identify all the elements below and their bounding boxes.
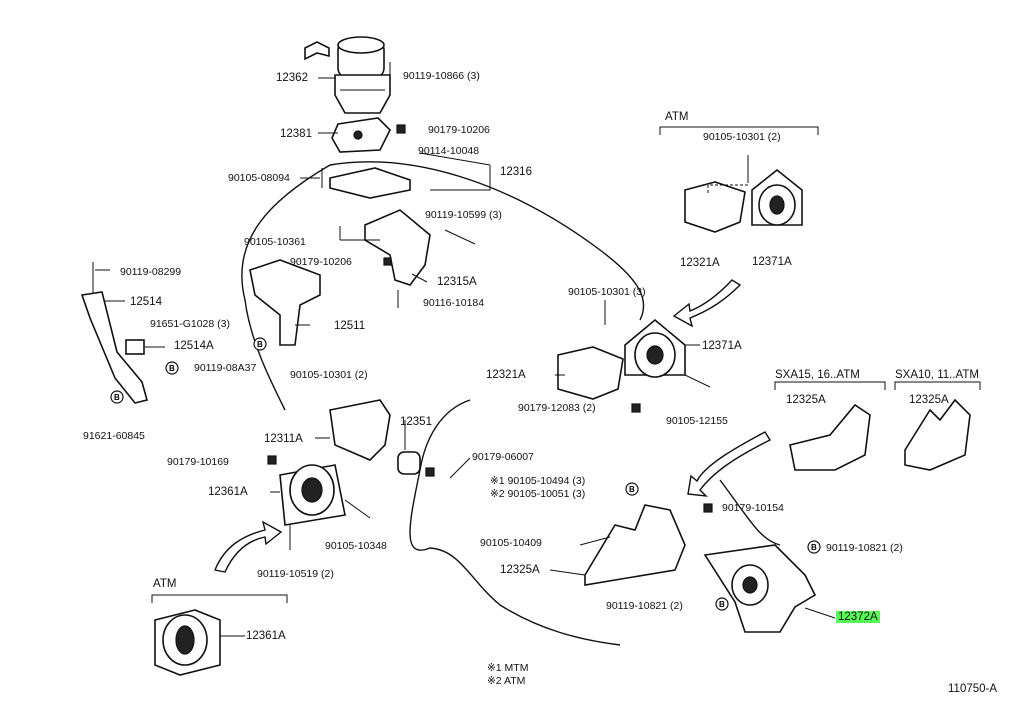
label-atm-right: ATM (665, 111, 689, 123)
bracket-12511-shape (249, 259, 321, 346)
label-sxa15-16: SXA15, 16..ATM (775, 369, 860, 381)
label-91621-60845: 91621-60845 (83, 430, 145, 442)
mount-12372a-shape (703, 544, 817, 633)
label-90119-10821-right: 90119-10821 (2) (826, 542, 903, 554)
diagram-id: 110750-A (948, 683, 998, 695)
callout-b-marks: B B B B B B (110, 337, 821, 611)
arrow-up-left (214, 520, 283, 573)
label-12325a-sxa10: 12325A (909, 394, 949, 406)
mount-12371a-atm-shape (751, 168, 803, 226)
arrow-down-left-2 (687, 431, 772, 497)
label-90105-10301-left: 90105-10301 (2) (290, 369, 368, 381)
label-90179-10169: 90179-10169 (167, 456, 229, 468)
label-atm-left: ATM (153, 578, 177, 590)
label-90119-10599: 90119-10599 (3) (425, 209, 502, 221)
atm-bracket-right-top (659, 126, 819, 135)
atm-bracket-left (151, 594, 288, 603)
label-90119-10821-bottom: 90119-10821 (2) (606, 600, 683, 612)
label-12325a: 12325A (500, 564, 540, 576)
label-90119-10519: 90119-10519 (2) (257, 568, 334, 580)
bracket-12315a-shape (364, 209, 431, 286)
label-12316: 12316 (500, 166, 532, 178)
label-12514a: 12514A (174, 340, 214, 352)
note-1-mtm: ※1 MTM (487, 662, 529, 674)
label-12315a: 12315A (437, 276, 477, 288)
svg-text:B: B (629, 485, 635, 494)
label-90119-08a37: 90119-08A37 (194, 362, 257, 374)
label-90105-10348: 90105-10348 (325, 540, 387, 552)
label-90116-10184: 90116-10184 (423, 297, 485, 309)
engine-outline-lower (409, 399, 621, 646)
label-90105-12155: 90105-12155 (666, 415, 728, 427)
bracket-12325a-sxa10-shape (904, 398, 971, 471)
label-12514: 12514 (130, 296, 162, 308)
label-12351: 12351 (400, 416, 432, 428)
label-90119-08299: 90119-08299 (120, 266, 182, 278)
label-12371a-atm: 12371A (752, 256, 792, 268)
label-12321a: 12321A (486, 369, 526, 381)
label-12311a: 12311A (264, 433, 303, 445)
mount-12361a-shape (279, 464, 346, 526)
label-12371a: 12371A (702, 340, 742, 352)
bushing-12351-shape (397, 451, 421, 475)
svg-text:B: B (114, 393, 120, 402)
sxa10-bracket (894, 381, 981, 390)
label-90114-10048: 90114-10048 (418, 145, 480, 157)
mount-12371a-shape (624, 318, 686, 378)
svg-text:B: B (257, 340, 263, 349)
mount-12321a-atm-shape (684, 181, 746, 233)
bracket-12325a-shape (584, 504, 686, 586)
label-90105-10301-atm: 90105-10301 (2) (703, 131, 781, 143)
label-90105-10301-mid: 90105-10301 (3) (568, 286, 646, 298)
mount-12361a-atm-shape (154, 609, 221, 676)
svg-text:B: B (811, 543, 817, 552)
svg-text:B: B (719, 600, 725, 609)
mount-12362-shape (304, 36, 391, 114)
label-12362: 12362 (276, 72, 308, 84)
engine-outline-curve (329, 161, 645, 321)
engine-outline-left (241, 164, 331, 411)
bracket-12311a-shape (329, 399, 391, 461)
label-12325a-sxa15: 12325A (786, 394, 826, 406)
label-12321a-atm: 12321A (680, 257, 720, 269)
label-12381: 12381 (280, 128, 312, 140)
label-90119-10866: 90119-10866 (3) (403, 70, 480, 82)
bracket-12316-shape (329, 167, 411, 199)
label-90179-10206-mid: 90179-10206 (290, 256, 352, 268)
label-91651-g1028: 91651-G1028 (3) (150, 318, 230, 330)
label-90105-10361: 90105-10361 (244, 236, 306, 248)
label-note2-bolt: ※2 90105-10051 (3) (490, 488, 586, 500)
label-90179-06007: 90179-06007 (472, 451, 534, 463)
note-2-atm: ※2 ATM (487, 675, 526, 687)
nut-marks (267, 124, 713, 513)
label-90105-10409: 90105-10409 (480, 537, 542, 549)
svg-text:B: B (169, 364, 175, 373)
label-12511: 12511 (334, 320, 366, 332)
label-12372a: 12372A (836, 611, 880, 623)
mount-12321a-shape (557, 346, 624, 400)
frame-curve-right (719, 479, 781, 546)
label-sxa10-11: SXA10, 11..ATM (895, 369, 979, 381)
label-90179-12083: 90179-12083 (2) (518, 402, 596, 414)
label-note1-bolt: ※1 90105-10494 (3) (490, 475, 586, 487)
label-12361a-atm: 12361A (246, 630, 286, 642)
label-90179-10154: 90179-10154 (722, 502, 784, 514)
label-90105-08094: 90105-08094 (228, 172, 290, 184)
label-90179-10206-top: 90179-10206 (428, 124, 490, 136)
arrow-down-left (672, 279, 742, 328)
stay-12514-shape (80, 291, 148, 404)
sxa15-bracket (774, 381, 886, 390)
label-12361a: 12361A (208, 486, 248, 498)
bracket-12325a-sxa15-shape (789, 403, 871, 471)
block-12514a-shape (125, 339, 145, 355)
